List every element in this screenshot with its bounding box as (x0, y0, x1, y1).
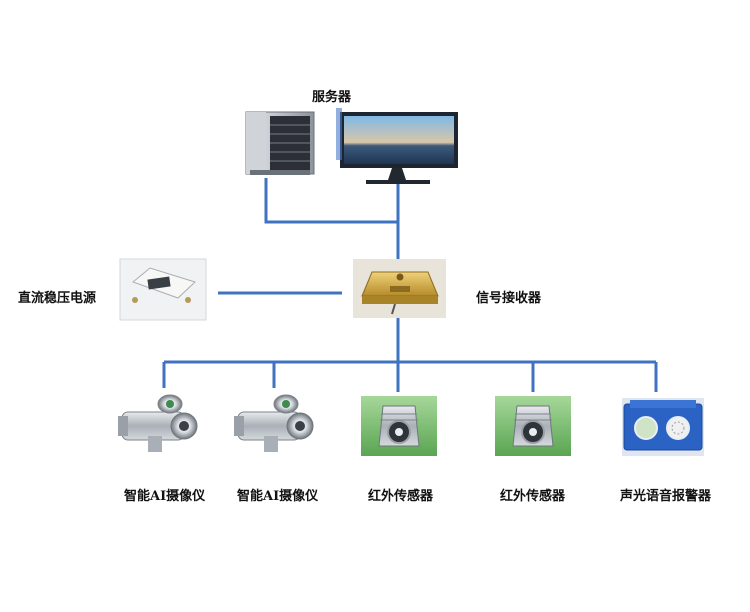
infrared-sensor-icon-1 (361, 396, 437, 456)
infrared-sensor-icon-2 (495, 396, 571, 456)
power-supply-label: 直流稳压电源 (18, 291, 97, 306)
server-to-receiver-line (264, 178, 400, 260)
server-tower-icon (245, 111, 315, 175)
device-label-alarm: 声光语音报警器 (620, 489, 712, 504)
server-label: 服务器 (312, 90, 352, 105)
audible-visual-alarm-icon (622, 398, 704, 456)
device-label-sensor-2: 红外传感器 (500, 489, 566, 504)
device-label-sensor-1: 红外传感器 (368, 489, 434, 504)
device-label-camera-1: 智能AI摄像仪 (124, 489, 206, 504)
ai-camera-icon-1 (118, 394, 198, 452)
dc-power-supply-icon (119, 258, 207, 321)
connection-lines (162, 178, 658, 392)
receiver-label: 信号接收器 (476, 291, 542, 306)
ai-camera-icon-2 (234, 394, 314, 452)
device-label-camera-2: 智能AI摄像仪 (237, 489, 319, 504)
signal-receiver-box-icon (353, 259, 446, 318)
monitor-icon (336, 108, 458, 184)
